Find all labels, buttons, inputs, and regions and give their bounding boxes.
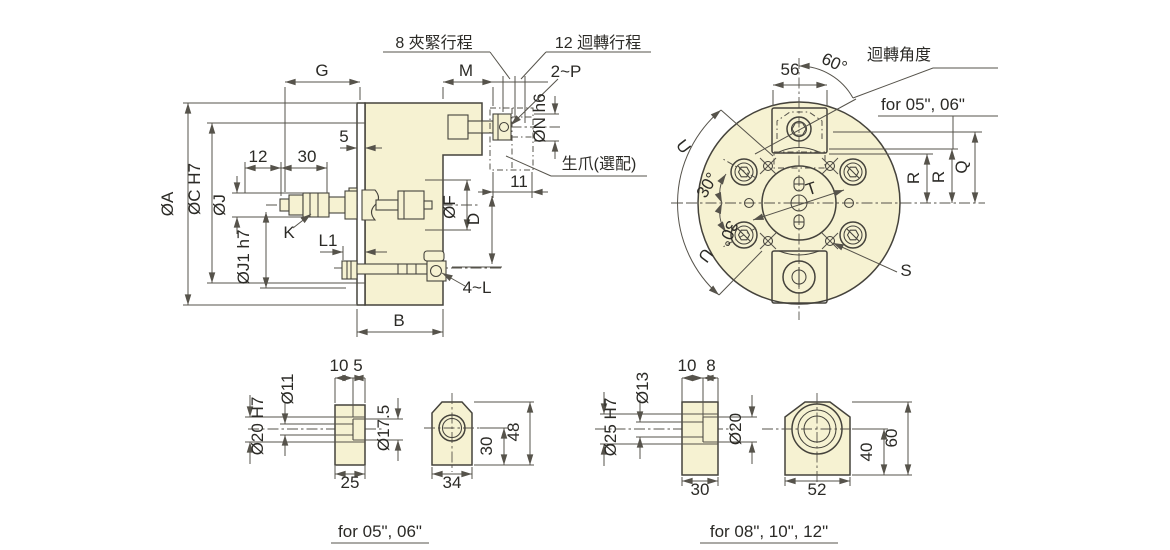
dim-label-j: ØJ (210, 194, 229, 216)
screw-shank (481, 120, 494, 134)
dim-label-60deg: 60° (819, 49, 850, 77)
main-section-view: 8 夾緊行程 12 迴轉行程 G M 2~P ØN h6 生爪(選配) 11 5… (158, 34, 651, 337)
dim-label-56: 56 (781, 60, 800, 79)
small-block-dim-30: 30 (477, 437, 496, 456)
dim-label-l1: L1 (319, 231, 338, 250)
dim-label-4l: 4~L (463, 278, 492, 297)
small-nut-dia11: Ø11 (278, 374, 297, 405)
detail-large-views: 10 8 Ø13 Ø25 H7 Ø20 30 40 60 52 for 08",… (595, 356, 912, 544)
large-block-dim-40: 40 (857, 443, 876, 462)
rotation-angle-label: 迴轉角度 (867, 46, 931, 64)
dim-label-q: Q (952, 160, 971, 173)
dim-label-5: 5 (339, 127, 348, 146)
draw-bar-shaft (279, 189, 433, 221)
dim-label-12: 12 (249, 147, 268, 166)
dim-label-r-inner: R (929, 171, 948, 183)
size-note-label: for 05", 06" (881, 95, 965, 114)
main-view-dimensions (183, 51, 651, 337)
dim-label-j1: ØJ1 h7 (234, 230, 253, 285)
small-nut-dim-25: 25 (341, 473, 360, 492)
hex-socket-screws (730, 158, 867, 249)
s-holes (759, 157, 839, 250)
circular-view-dimensions (671, 62, 998, 296)
large-nut-dia13: Ø13 (633, 372, 652, 404)
rod-coupler (447, 114, 469, 140)
clamp-stroke-label: 8 夾緊行程 (395, 34, 472, 52)
dim-label-s: S (900, 261, 911, 280)
large-nut-body (681, 401, 719, 476)
small-nut-dim-10: 10 (330, 356, 349, 375)
detail-small-views: 10 5 Ø11 Ø20 H7 Ø17.5 25 30 48 34 for 05… (245, 356, 534, 544)
boss (423, 250, 445, 262)
large-block-dim-60: 60 (882, 429, 901, 448)
top-master-jaw (771, 107, 828, 169)
small-block-dimensions (431, 401, 534, 479)
dim-label-a: ØA (158, 191, 177, 216)
dim-label-r-outer: R (904, 172, 923, 184)
large-nut-dia20: Ø20 (726, 413, 745, 445)
large-nut-dim-10: 10 (678, 356, 697, 375)
dim-label-m: M (459, 61, 473, 80)
dim-label-n: ØN h6 (530, 93, 549, 142)
dim-label-11: 11 (510, 172, 528, 191)
dim-label-g: G (315, 61, 328, 80)
small-nut-dimensions (246, 374, 402, 479)
small-nut-dia20: Ø20 H7 (248, 397, 267, 456)
circular-front-view: 56 60° 迴轉角度 for 05", 06" U U 30° 30° T S… (671, 46, 998, 320)
socket-bolt (426, 260, 447, 282)
dim-label-30: 30 (298, 147, 317, 166)
side-hole-right (843, 197, 855, 209)
dim-label-f: ØF (440, 195, 459, 219)
mounting-bolt (341, 250, 447, 282)
small-detail-caption: for 05", 06" (338, 522, 422, 541)
large-block-dimensions (784, 401, 912, 486)
dim-label-2p: 2~P (551, 62, 582, 81)
dim-label-k: K (283, 223, 295, 242)
rotary-stroke-label: 12 迴轉行程 (555, 34, 641, 52)
small-nut-dia175: Ø17.5 (374, 405, 393, 451)
large-block-dim-52: 52 (808, 480, 827, 499)
dim-label-c: ØC H7 (185, 163, 204, 215)
large-nut-dia25: Ø25 H7 (601, 398, 620, 457)
small-block-dim-48: 48 (504, 423, 523, 442)
bottom-master-jaw (771, 250, 828, 304)
large-detail-caption: for 08", 10", 12" (710, 522, 828, 541)
dim-label-d: D (464, 213, 483, 225)
small-block-dim-34: 34 (443, 473, 462, 492)
small-nut-dim-5: 5 (353, 356, 362, 375)
soft-jaw-label: 生爪(選配) (562, 155, 637, 173)
bolt-head (341, 260, 358, 280)
large-nut-dim-30: 30 (691, 480, 710, 499)
large-nut-dim-8: 8 (706, 356, 715, 375)
large-nut-dimensions (600, 374, 756, 486)
dim-label-u-upper: U (672, 136, 695, 157)
rod (467, 120, 483, 134)
dim-label-b: B (393, 311, 404, 330)
screw-socket (498, 121, 510, 133)
piston (397, 190, 425, 220)
